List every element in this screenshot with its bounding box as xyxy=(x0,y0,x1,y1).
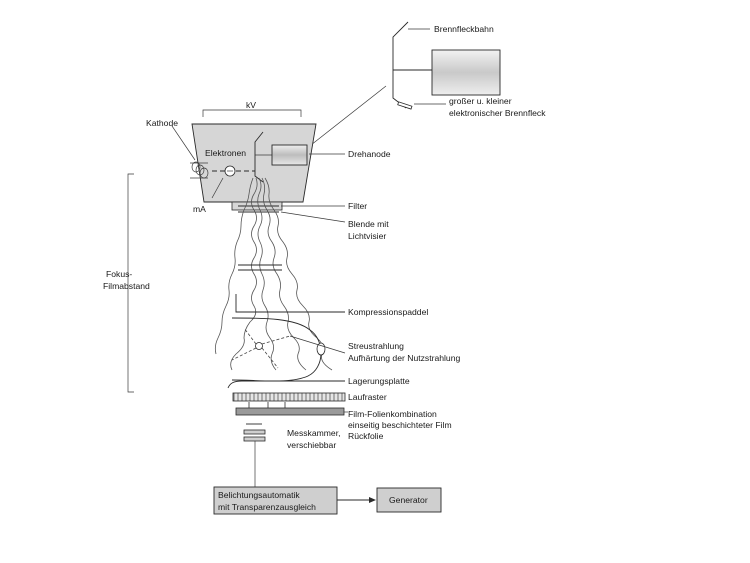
moving-grid xyxy=(232,392,346,402)
label-drehanode: Drehanode xyxy=(348,149,391,159)
label-kompressionspaddel: Kompressionspaddel xyxy=(348,307,428,317)
label-laufraster: Laufraster xyxy=(348,392,387,402)
label-kathode: Kathode xyxy=(146,118,178,128)
generator-box xyxy=(376,487,442,513)
label-brennfleck-2: elektronischer Brennfleck xyxy=(449,108,546,118)
scatter-point xyxy=(255,342,263,350)
kv-bracket xyxy=(202,109,302,117)
label-brennfleckbahn: Brennfleckbahn xyxy=(434,24,494,34)
label-belichtung-1: Belichtungsautomatik xyxy=(218,490,300,500)
film-cassette xyxy=(235,407,345,416)
label-generator: Generator xyxy=(389,495,428,505)
inset-connector xyxy=(310,85,387,146)
label-ma: mA xyxy=(193,204,206,214)
anode-detail-cylinder xyxy=(431,49,501,96)
tube-housing xyxy=(191,123,317,203)
support-plate xyxy=(227,380,345,389)
focus-film-distance-bracket xyxy=(127,173,134,393)
beam-arrows xyxy=(248,402,286,408)
label-aufhaertung: Aufhärtung der Nutzstrahlung xyxy=(348,353,460,363)
measuring-chamber xyxy=(243,423,266,487)
label-film-1: Film-Folienkombination xyxy=(348,409,437,419)
label-kv: kV xyxy=(246,100,256,110)
label-film-3: Rückfolie xyxy=(348,431,384,441)
label-belichtung-2: mit Transparenzausgleich xyxy=(218,502,316,512)
label-messkammer-1: Messkammer, xyxy=(287,428,340,438)
compression-paddle xyxy=(235,294,345,313)
breast-outline xyxy=(231,317,322,382)
label-elektronen: Elektronen xyxy=(205,148,246,158)
label-blende-2: Lichtvisier xyxy=(348,231,386,241)
anode-target xyxy=(254,131,264,183)
cathode-coil xyxy=(190,161,209,179)
focal-spot-mark xyxy=(397,101,413,110)
anode-cylinder xyxy=(271,144,308,166)
label-lagerungsplatte: Lagerungsplatte xyxy=(348,376,410,386)
label-filter: Filter xyxy=(348,201,367,211)
label-fokus-2: Filmabstand xyxy=(103,281,150,291)
label-blende-1: Blende mit xyxy=(348,219,389,229)
scatter-rays xyxy=(231,327,291,369)
label-brennfleck-1: großer u. kleiner xyxy=(449,96,512,106)
arrow-to-generator-head xyxy=(369,497,376,503)
xray-beams xyxy=(214,177,333,371)
belichtungsautomatik-box xyxy=(213,486,338,515)
label-fokus-1: Fokus- xyxy=(106,269,132,279)
label-streustrahlung: Streustrahlung xyxy=(348,341,404,351)
label-film-2: einseitig beschichteter Film xyxy=(348,420,452,430)
anode-detail-inset xyxy=(392,21,501,110)
label-messkammer-2: verschiebbar xyxy=(287,440,336,450)
